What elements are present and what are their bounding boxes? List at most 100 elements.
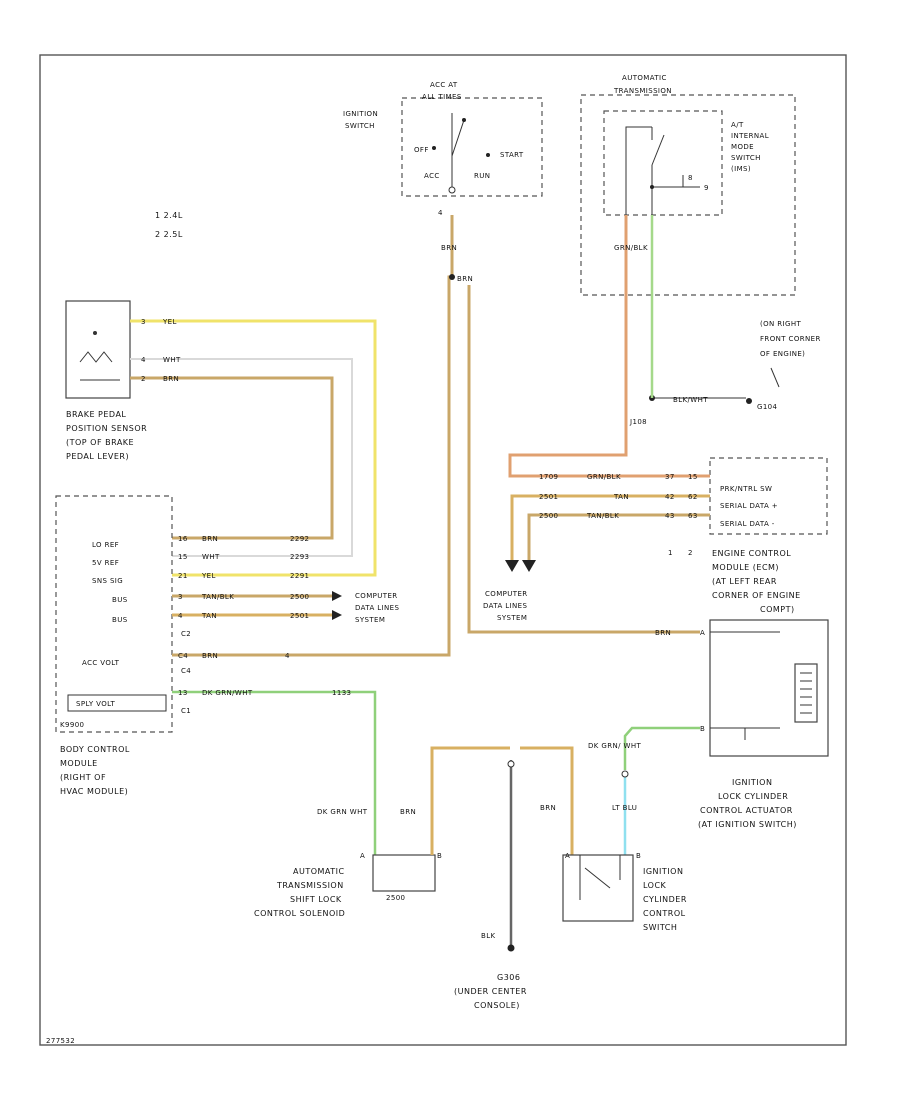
brake-sensor-label-1: BRAKE PEDAL bbox=[66, 410, 126, 419]
auto-trans-title-2: TRANSMISSION bbox=[613, 87, 672, 95]
ecm-label-2: MODULE (ECM) bbox=[712, 563, 779, 572]
bcm-wire-color-1: BRN bbox=[202, 535, 218, 543]
lock-switch-label-4: CONTROL bbox=[643, 909, 686, 918]
solenoid-wire-color: BRN bbox=[400, 808, 416, 816]
diagram-frame bbox=[39, 54, 847, 1046]
bcm-label-4: HVAC MODULE) bbox=[60, 787, 128, 796]
g306-location-2: CONSOLE) bbox=[474, 1001, 520, 1010]
ignition-switch-title-2: ALL TIMES bbox=[422, 93, 462, 101]
bcm-wire-color-6: BRN bbox=[202, 652, 218, 660]
ign-splice-label: BRN bbox=[457, 275, 473, 283]
bcm-pin-bus-1: BUS bbox=[112, 596, 128, 604]
legend-line-2: 2 2.5L bbox=[155, 230, 183, 239]
brake-wire-color-1: YEL bbox=[162, 318, 177, 326]
g104-location-1: (ON RIGHT bbox=[760, 320, 802, 328]
shift-lock-label-2: TRANSMISSION bbox=[276, 881, 344, 890]
ecm-wire-pin-b-1: 15 bbox=[688, 473, 698, 481]
ims-label-2: INTERNAL bbox=[731, 132, 769, 140]
wire-brn-solenoid bbox=[430, 746, 510, 855]
wire-wht-brake bbox=[130, 358, 353, 557]
ecm-wire-color-1: GRN/BLK bbox=[587, 473, 621, 481]
ecm-wire-color-3: TAN/BLK bbox=[586, 512, 619, 520]
bcm-wire-color-2: WHT bbox=[202, 553, 220, 561]
ecm-wire-pin-a-2: 42 bbox=[665, 493, 675, 501]
shift-lock-label-1: AUTOMATIC bbox=[293, 867, 345, 876]
computer-data-1-line-2: DATA LINES bbox=[355, 604, 399, 612]
ims-pin-8: 8 bbox=[688, 174, 693, 182]
actuator-label-1: IGNITION bbox=[732, 778, 772, 787]
ecm-label-1: ENGINE CONTROL bbox=[712, 549, 791, 558]
lock-switch-label-2: LOCK bbox=[643, 881, 667, 890]
bcm-connector-c2: C2 bbox=[181, 630, 191, 638]
brake-sensor-label-4: PEDAL LEVER) bbox=[66, 452, 129, 461]
lock-switch-label-3: CYLINDER bbox=[643, 895, 687, 904]
shift-lock-pin-b: B bbox=[437, 852, 442, 860]
bcm-connector-c4: C4 bbox=[181, 667, 191, 675]
shift-lock-pin-a: A bbox=[360, 852, 365, 860]
bcm-wire-circuit-2: 2293 bbox=[290, 553, 309, 561]
computer-data-2-line-2: DATA LINES bbox=[483, 602, 527, 610]
lock-switch-label-5: SWITCH bbox=[643, 923, 677, 932]
ignition-switch-name-2: SWITCH bbox=[345, 122, 375, 130]
ignition-switch: ACC AT ALL TIMES IGNITION SWITCH OFF STA… bbox=[343, 81, 543, 217]
brake-wire-color-2: WHT bbox=[163, 356, 181, 364]
ecm-label-3: (AT LEFT REAR bbox=[712, 577, 777, 586]
bcm-label-1: BODY CONTROL bbox=[60, 745, 130, 754]
bcm-wire-circuit-1: 2292 bbox=[290, 535, 309, 543]
computer-data-1-line-3: SYSTEM bbox=[355, 616, 385, 624]
wire-dkgrn-actuator bbox=[623, 726, 700, 770]
bcm-wire-pin-4: 3 bbox=[178, 593, 183, 601]
ims-pin-9: 9 bbox=[704, 184, 709, 192]
computer-data-2-line-1: COMPUTER bbox=[485, 590, 528, 598]
body-control-module: LO REF 5V REF SNS SIG BUS BUS ACC VOLT S… bbox=[55, 495, 191, 796]
computer-data-1-line-1: COMPUTER bbox=[355, 592, 398, 600]
wire-dkgrnwht-bcm bbox=[172, 690, 377, 855]
bcm-wire-circuit-6: 4 bbox=[285, 652, 290, 660]
bcm-wire-circuit-5: 2501 bbox=[290, 612, 309, 620]
lock-switch-label-1: IGNITION bbox=[643, 867, 683, 876]
brake-wire-color-3: BRN bbox=[163, 375, 179, 383]
ims-label-4: SWITCH bbox=[731, 154, 761, 162]
g104-wire-color: BLK/WHT bbox=[673, 396, 708, 404]
shift-lock-label-3: SHIFT LOCK bbox=[290, 895, 342, 904]
lock-switch-pin-b: B bbox=[636, 852, 641, 860]
wire-grnblk-ecm bbox=[508, 215, 710, 478]
ignition-switch-pin: 4 bbox=[438, 209, 443, 217]
lock-switch-pin-a: A bbox=[565, 852, 570, 860]
ecm-engine-tag-1: 1 bbox=[668, 549, 673, 557]
wire-brn-lockswitch bbox=[520, 746, 574, 855]
bcm-pin-sns-sig: SNS SIG bbox=[92, 577, 123, 585]
brake-wire-pin-3: 2 bbox=[141, 375, 146, 383]
ecm-wire-circuit-1: 1709 bbox=[539, 473, 558, 481]
engine-control-module: PRK/NTRL SW SERIAL DATA + SERIAL DATA - … bbox=[668, 457, 828, 614]
bcm-wire-circuit-4: 2500 bbox=[290, 593, 309, 601]
ims-label-1: A/T bbox=[731, 121, 744, 129]
ground-g306: BLK G306 (UNDER CENTER CONSOLE) bbox=[454, 760, 526, 1010]
bcm-label-3: (RIGHT OF bbox=[60, 773, 106, 782]
bcm-wire-color-5: TAN bbox=[201, 612, 217, 620]
g104-location-3: OF ENGINE) bbox=[760, 350, 805, 358]
wire-yel-brake bbox=[130, 319, 377, 577]
bcm-wire-circuit-7: 1133 bbox=[332, 689, 351, 697]
ignition-lock-switch: A B IGNITION LOCK CYLINDER CONTROL SWITC… bbox=[562, 852, 687, 932]
ecm-wire-pin-b-3: 63 bbox=[688, 512, 698, 520]
ecm-label-4: CORNER OF ENGINE bbox=[712, 591, 801, 600]
bcm-wire-pin-1: 16 bbox=[178, 535, 188, 543]
auto-trans-title-1: AUTOMATIC bbox=[622, 74, 667, 82]
bcm-pin-bus-2: BUS bbox=[112, 616, 128, 624]
shift-lock-label-4: CONTROL SOLENOID bbox=[254, 909, 345, 918]
lockswitch-wire-color: BRN bbox=[540, 804, 556, 812]
ground-g104: (ON RIGHT FRONT CORNER OF ENGINE) G104 B… bbox=[629, 320, 820, 426]
bcm-wire-color-4: TAN/BLK bbox=[201, 593, 234, 601]
wire-tanblk-ecm bbox=[527, 513, 710, 565]
shift-lock-wire-color: DK GRN WHT bbox=[317, 808, 368, 816]
footer-code: 277532 bbox=[46, 1037, 75, 1045]
ltblu-label: LT BLU bbox=[612, 804, 637, 812]
actuator-pin-b: B bbox=[700, 725, 705, 733]
bcm-pin-lo-ref: LO REF bbox=[92, 541, 119, 549]
bcm-wire-pin-6: C4 bbox=[178, 652, 188, 660]
bcm-connector-c1: C1 bbox=[181, 707, 191, 715]
shift-lock-solenoid: 2500 A B AUTOMATIC TRANSMISSION SHIFT LO… bbox=[254, 852, 442, 918]
bcm-wire-pin-3: 21 bbox=[178, 572, 188, 580]
